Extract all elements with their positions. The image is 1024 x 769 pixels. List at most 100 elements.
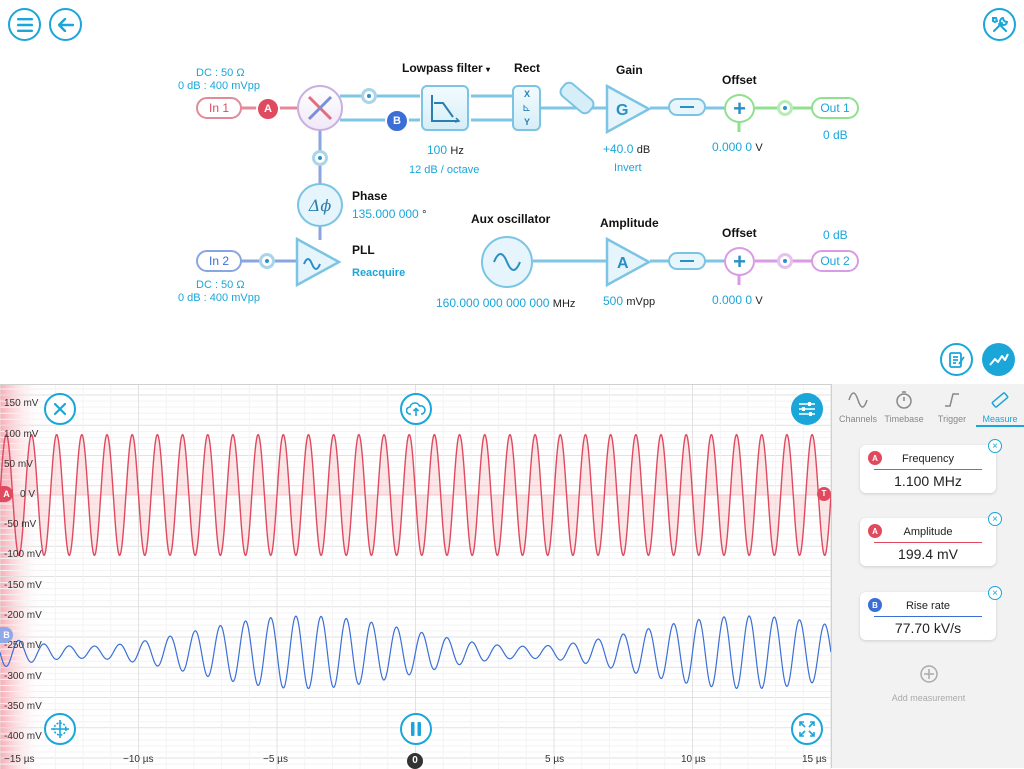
x-tick-1: −10 µs	[123, 754, 154, 765]
close-scope-button[interactable]	[44, 393, 76, 425]
lowpass-frequency[interactable]: 100 Hz	[427, 143, 464, 157]
aux-frequency[interactable]: 160.000 000 000 000 MHz	[436, 296, 576, 310]
notes-button[interactable]	[940, 343, 973, 376]
measurement-card-amplitude[interactable]: A Amplitude 199.4 mV ×	[860, 512, 1002, 566]
out2-button[interactable]: Out 2	[811, 250, 859, 272]
remove-measurement-button[interactable]: ×	[988, 586, 1002, 600]
mixer-node-bottom[interactable]	[312, 150, 328, 166]
amplitude-title: Amplitude	[600, 216, 659, 230]
back-arrow-icon	[57, 17, 74, 32]
menu-button[interactable]	[8, 8, 41, 41]
remove-measurement-button[interactable]: ×	[988, 512, 1002, 526]
offset1-value[interactable]: 0.000 0 V	[712, 140, 763, 154]
channel-badge: B	[868, 598, 882, 612]
menu-icon	[16, 17, 33, 32]
offset2-value[interactable]: 0.000 0 V	[712, 293, 763, 307]
measure-panel: Channels Timebase Trigger Measure A Freq…	[831, 384, 1024, 768]
y-tick-a-3: 0 V	[20, 489, 36, 500]
in2-node[interactable]	[259, 253, 275, 269]
offset1-minus[interactable]	[668, 98, 706, 116]
amplitude-value[interactable]: 500 mVpp	[603, 294, 656, 308]
measurement-card-rise-rate[interactable]: B Rise rate 77.70 kV/s ×	[860, 586, 1002, 640]
measurement-value: 1.100 MHz	[894, 473, 962, 489]
y-tick-b-4: -350 mV	[4, 701, 42, 712]
pll-reacquire[interactable]: Reacquire	[352, 267, 406, 279]
pll-block[interactable]	[294, 236, 342, 288]
probe-b-badge[interactable]: B	[385, 109, 409, 133]
remove-measurement-button[interactable]: ×	[988, 439, 1002, 453]
phase-title: Phase	[352, 189, 388, 203]
measurement-value: 77.70 kV/s	[894, 620, 962, 636]
cloud-upload-button[interactable]	[400, 393, 432, 425]
add-circle-icon	[919, 665, 938, 683]
measurement-title: Frequency	[902, 453, 954, 465]
graph-button[interactable]	[982, 343, 1015, 376]
gain-amplifier[interactable]: G	[604, 83, 652, 135]
add-measurement-label: Add measurement	[891, 693, 966, 703]
out2-gain[interactable]: 0 dB	[823, 228, 848, 242]
rect-symbol: ⊾	[522, 102, 532, 114]
probe-a-badge[interactable]: A	[256, 97, 280, 121]
mixer[interactable]	[297, 85, 343, 131]
tab-underline	[976, 425, 1024, 427]
tab-measure[interactable]: Measure	[976, 390, 1024, 424]
in2-label: In 2	[208, 254, 229, 268]
phase-value[interactable]: 135.000 000 °	[352, 207, 427, 221]
channel-badge: A	[868, 451, 882, 465]
scope-plot[interactable]	[0, 385, 831, 769]
out2-node[interactable]	[777, 253, 793, 269]
out1-node[interactable]	[777, 100, 793, 116]
settings-button[interactable]	[983, 8, 1016, 41]
crosshair-icon	[51, 720, 69, 738]
add-measurement-button[interactable]: Add measurement	[832, 664, 1024, 703]
mixer-node-top[interactable]	[361, 88, 377, 104]
back-button[interactable]	[49, 8, 82, 41]
lowpass-slope[interactable]: 12 dB / octave	[409, 164, 480, 176]
rect-block[interactable]: X ⊾ Y	[512, 85, 541, 131]
y-tick-a-4: -50 mV	[4, 519, 37, 530]
tab-trigger[interactable]: Trigger	[928, 390, 976, 424]
lowpass-icon	[431, 95, 461, 123]
offset1-title: Offset	[722, 73, 757, 87]
tab-timebase[interactable]: Timebase	[880, 390, 928, 424]
channel-badge: A	[868, 524, 882, 538]
out1-label: Out 1	[820, 101, 850, 115]
sliders-icon	[799, 402, 815, 416]
amplitude-block[interactable]: A	[604, 236, 652, 288]
trigger-zero-marker[interactable]: 0	[407, 753, 423, 769]
gain-value[interactable]: +40.0 dB	[603, 142, 651, 156]
channel-b-marker[interactable]: B	[0, 627, 13, 643]
channel-a-trace	[0, 433, 831, 557]
oscilloscope-view[interactable]	[0, 384, 831, 769]
measurement-title: Rise rate	[905, 600, 951, 612]
trigger-marker[interactable]: T	[817, 487, 831, 501]
pause-button[interactable]	[400, 713, 432, 745]
measurement-card-frequency[interactable]: A Frequency 1.100 MHz ×	[860, 439, 1002, 493]
cloud-upload-icon	[406, 402, 426, 416]
y-tick-a-5: -100 mV	[4, 549, 42, 560]
invert-toggle[interactable]: Invert	[614, 162, 642, 174]
y-tick-b-2: -250 mV	[4, 640, 42, 651]
tab-channels[interactable]: Channels	[834, 390, 882, 424]
y-tick-b-1: -200 mV	[4, 610, 42, 621]
out1-button[interactable]: Out 1	[811, 97, 859, 119]
fullscreen-button[interactable]	[791, 713, 823, 745]
cursor-button[interactable]	[44, 713, 76, 745]
in1-coupling: DC : 50 Ω	[196, 67, 245, 79]
x-tick-6: 15 µs	[802, 754, 827, 765]
aux-oscillator-block[interactable]	[481, 236, 533, 288]
plus-icon: +	[733, 95, 746, 121]
y-tick-a-0: 150 mV	[4, 398, 39, 409]
in1-label: In 1	[208, 101, 229, 115]
lowpass-filter-block[interactable]	[421, 85, 469, 131]
scope-settings-button[interactable]	[791, 393, 823, 425]
offset1-plus[interactable]: +	[724, 94, 755, 123]
measurement-value: 199.4 mV	[898, 546, 958, 562]
phase-block[interactable]: Δϕ	[297, 183, 343, 227]
out1-gain[interactable]: 0 dB	[823, 128, 848, 142]
in2-button[interactable]: In 2	[196, 250, 242, 272]
in1-button[interactable]: In 1	[196, 97, 242, 119]
channel-a-marker[interactable]: A	[0, 486, 13, 502]
offset2-plus[interactable]: +	[724, 247, 755, 276]
offset2-minus[interactable]	[668, 252, 706, 270]
